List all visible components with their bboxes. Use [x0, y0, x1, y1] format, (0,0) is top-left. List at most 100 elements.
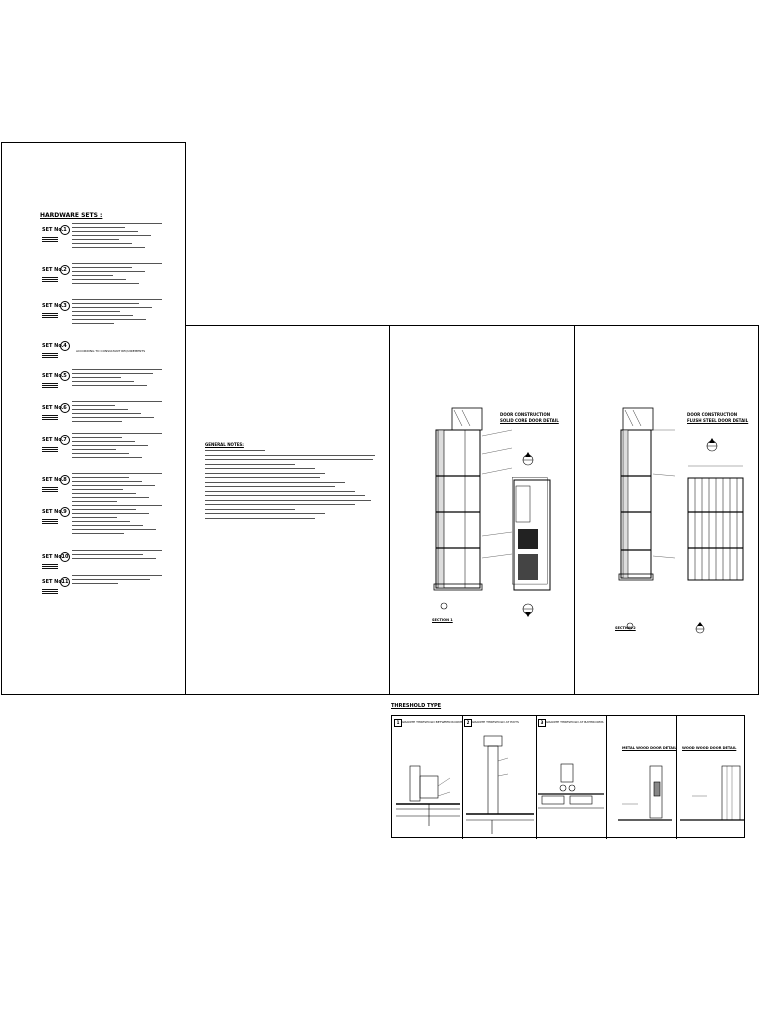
hardware-item-line [72, 457, 142, 458]
general-note-line [205, 508, 295, 510]
threshold-drawings [396, 735, 744, 834]
general-note-line [205, 477, 320, 478]
hardware-set-door-ref [42, 487, 58, 493]
hardware-item-line [72, 525, 143, 526]
detail-1-title: DOOR CONSTRUCTION [500, 412, 551, 417]
hardware-item-line [72, 311, 120, 312]
hardware-item-line [72, 529, 156, 530]
hardware-item-line [72, 421, 122, 422]
hardware-item-line [72, 485, 155, 486]
general-note-line [205, 495, 365, 496]
hardware-item-line [72, 501, 117, 502]
door-detail-2-panel: DOOR CONSTRUCTION FLUSH STEEL DOOR DETAI… [574, 325, 759, 695]
hardware-set-label: SET No. [42, 343, 64, 349]
hardware-item-line [72, 279, 126, 280]
hardware-item-line [72, 409, 128, 410]
hardware-item-line [72, 223, 162, 224]
threshold-cell-number: 3 [538, 719, 546, 727]
door-detail-2-drawing [618, 407, 744, 634]
general-note-line [205, 463, 295, 465]
general-notes-title: GENERAL NOTES: [205, 442, 244, 447]
hardware-item-line [72, 227, 125, 228]
hardware-item-line [72, 247, 145, 248]
hardware-set-number: 6 [60, 403, 70, 413]
hardware-set-door-ref [42, 353, 58, 359]
hardware-item-line [72, 307, 152, 308]
hardware-item-line [72, 299, 162, 300]
general-note-line [205, 472, 325, 474]
hardware-item-line [72, 517, 117, 518]
hardware-set-label: SET No. [42, 437, 64, 443]
hardware-sets-heading: HARDWARE SETS : [40, 212, 103, 219]
threshold-cell-divider [462, 716, 463, 839]
hardware-set-label: SET No. [42, 267, 64, 273]
hardware-item-line [72, 554, 143, 555]
hardware-item-line [72, 319, 146, 320]
hardware-item-line [72, 513, 149, 514]
hardware-item-line [72, 413, 141, 414]
hardware-item-line [72, 521, 130, 522]
hardware-item-line [72, 433, 162, 434]
threshold-cell-label: GRANITE THRESHOLD BETWEEN ROOMS [402, 720, 463, 724]
hardware-set-number: 11 [60, 577, 70, 587]
hardware-item-line [72, 315, 133, 316]
hardware-item-line [72, 481, 142, 482]
hardware-set-door-ref [42, 415, 58, 421]
hardware-item-line [72, 533, 124, 534]
hardware-item-line [72, 445, 148, 446]
detail-1-section-label: SECTION 1 [432, 618, 453, 622]
threshold-cell-label: GRANITE THRESHOLD AT BATHROOMS [546, 720, 604, 724]
general-note-line [205, 481, 345, 483]
hardware-set-door-ref [42, 447, 58, 453]
hardware-set-label: SET No. [42, 477, 64, 483]
hardware-item-line [72, 579, 150, 580]
general-notes-panel: GENERAL NOTES: [185, 325, 390, 695]
hardware-item-line [72, 231, 138, 232]
hardware-set-number: 9 [60, 507, 70, 517]
threshold-cell-number: 2 [464, 719, 472, 727]
hardware-set-door-ref [42, 589, 58, 595]
hardware-item-line [72, 263, 162, 264]
hardware-item-line [72, 283, 139, 284]
door-detail-1-panel: DOOR CONSTRUCTION SOLID CORE DOOR DETAIL [389, 325, 575, 695]
threshold-cell-divider [606, 716, 607, 839]
general-note-line [205, 513, 325, 514]
hardware-set-number: 1 [60, 225, 70, 235]
hardware-set-door-ref [42, 277, 58, 283]
hardware-set-label: SET No. [42, 303, 64, 309]
hardware-set-door-ref [42, 519, 58, 525]
detail-2-title: DOOR CONSTRUCTION [687, 412, 738, 417]
hardware-set-door-ref [42, 383, 58, 389]
hardware-item-line [72, 323, 114, 324]
hardware-set-number: 10 [60, 552, 70, 562]
hardware-item-line [72, 437, 122, 438]
detail-2-section-label: SECTION 2 [615, 626, 636, 630]
threshold-cell-number: 1 [394, 719, 402, 727]
threshold-detail-title: METAL WOOD DOOR DETAIL [622, 746, 677, 750]
hardware-item-line [72, 303, 139, 304]
hardware-item-line [72, 235, 151, 236]
hardware-item-line [72, 275, 113, 276]
hardware-set-label: SET No. [42, 373, 64, 379]
hardware-set-label: SET No. [42, 509, 64, 515]
hardware-item-line [72, 381, 134, 382]
hardware-item-line [72, 271, 145, 272]
hardware-set-number: 8 [60, 475, 70, 485]
general-note-line [205, 454, 375, 456]
hardware-item-line [72, 497, 149, 498]
hardware-set-label: SET No. [42, 554, 64, 560]
hardware-item-line [72, 477, 129, 478]
hardware-item-line [72, 575, 162, 576]
hardware-item-line [72, 583, 118, 584]
hardware-set-number: 7 [60, 435, 70, 445]
hardware-item-line [72, 243, 132, 244]
hardware-set-label: SET No. [42, 405, 64, 411]
hardware-item-line [72, 405, 115, 406]
threshold-cell-divider [536, 716, 537, 839]
general-note-line [205, 450, 265, 451]
threshold-cell-divider [676, 716, 677, 839]
hardware-item-line [72, 473, 162, 474]
hardware-item-line [72, 267, 132, 268]
hardware-set-number: 5 [60, 371, 70, 381]
